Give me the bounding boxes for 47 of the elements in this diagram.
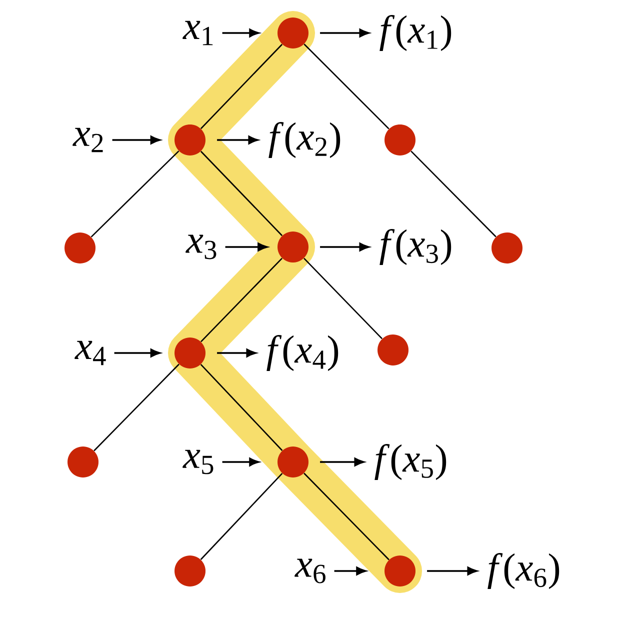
connector-line	[200, 258, 282, 342]
connector-line	[200, 364, 283, 451]
dot	[64, 232, 96, 264]
arrow	[217, 348, 256, 358]
variable-label: x$_{3}$	[186, 234, 216, 260]
arrow	[320, 242, 370, 252]
arrow	[222, 28, 260, 38]
arrow	[222, 458, 260, 466]
dot	[384, 555, 416, 586]
connector-line	[304, 258, 382, 340]
variable-label: x$_{4}$	[74, 340, 106, 366]
connector-line	[304, 472, 390, 560]
dot	[174, 124, 206, 156]
connector-line	[200, 44, 283, 130]
function-label: f(x$_{5}$)	[374, 444, 446, 480]
variable-label: x$_{5}$	[182, 450, 214, 474]
arrow	[112, 136, 160, 144]
connector-line	[410, 150, 496, 238]
variable-label: x$_{1}$	[182, 20, 213, 46]
dot	[278, 446, 308, 478]
dot	[174, 555, 206, 586]
dot	[492, 232, 522, 264]
function-label: f(x$_{4}$)	[266, 334, 338, 372]
dot	[68, 446, 98, 478]
connector-line	[90, 150, 180, 238]
arrow	[320, 458, 364, 466]
variable-label: x$_{2}$	[72, 128, 103, 152]
function-label: f(x$_{2}$)	[268, 122, 340, 158]
dot	[378, 334, 408, 366]
arrow	[320, 28, 370, 38]
arrow	[427, 566, 478, 576]
connector-line	[304, 44, 390, 130]
dot	[384, 124, 416, 156]
dot	[278, 18, 308, 48]
variable-label: x$_{6}$	[294, 558, 326, 584]
connector-line	[200, 473, 283, 560]
arrow	[114, 348, 160, 358]
dot	[278, 232, 308, 262]
arrow	[217, 136, 258, 144]
connector-line	[94, 364, 180, 452]
function-label: f(x$_{6}$)	[488, 552, 560, 590]
function-label: f(x$_{3}$)	[380, 228, 452, 266]
dot	[174, 337, 206, 368]
arrow	[334, 566, 366, 576]
arrow	[225, 242, 268, 252]
function-label: f(x$_{1}$)	[380, 14, 452, 52]
connector-line	[200, 150, 283, 236]
